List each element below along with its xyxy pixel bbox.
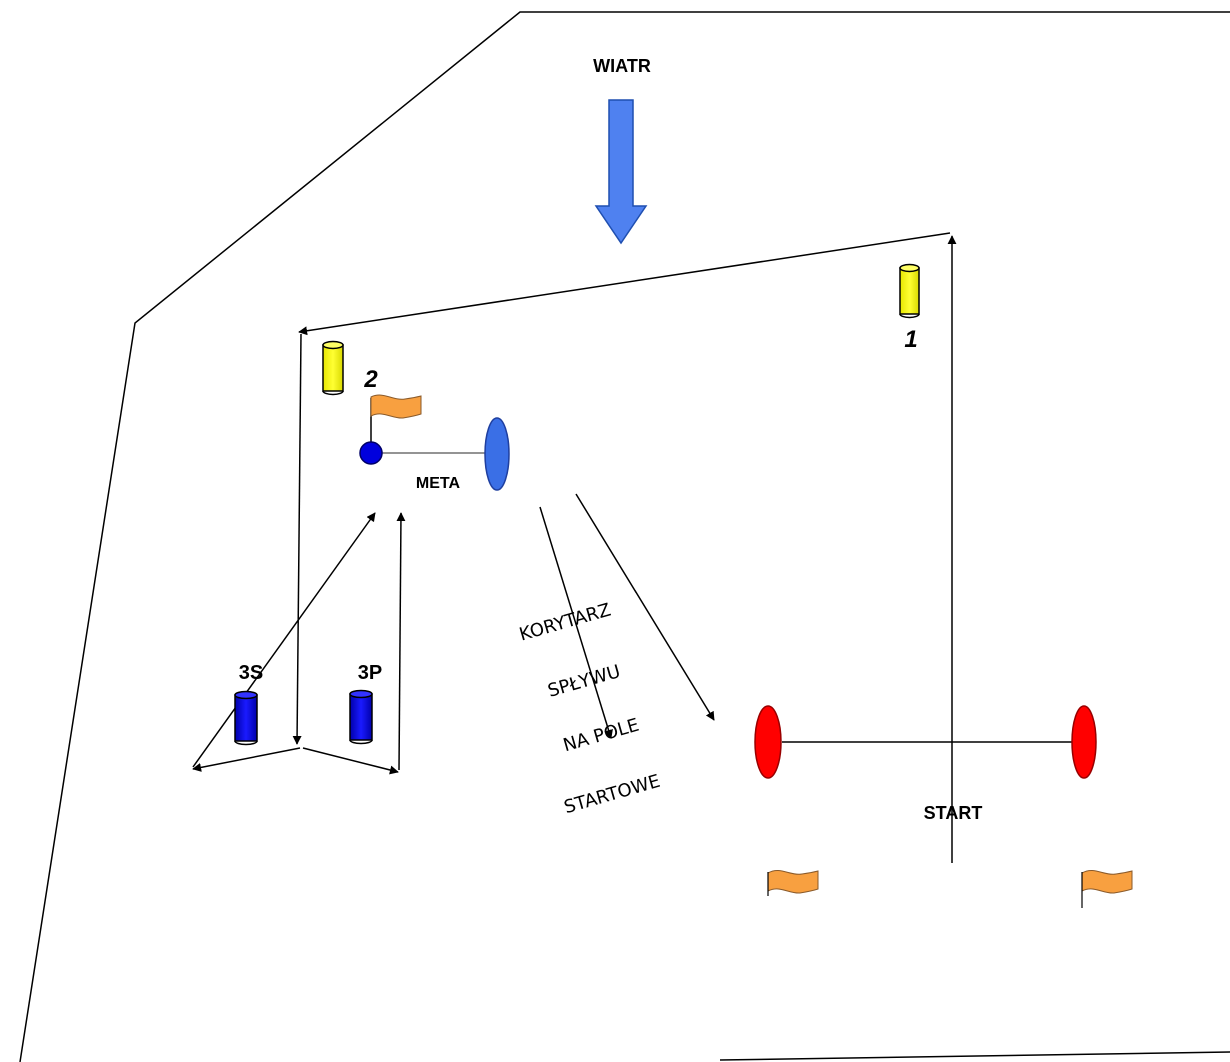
corridor-text-line4: STARTOWE	[562, 771, 663, 818]
mark-2-buoy	[322, 340, 344, 396]
mark-3p-buoy	[349, 689, 373, 745]
mark-3s-label: 3S	[239, 662, 263, 684]
finish-pin-dot	[359, 441, 383, 465]
start-committee-buoy	[1071, 705, 1097, 779]
leg-gate-left	[192, 747, 301, 772]
leg-mark1-to-mark2	[298, 232, 951, 336]
mark-1-label: 1	[904, 326, 917, 353]
mark-1-buoy	[899, 263, 920, 319]
leg-3p-to-finish	[396, 512, 406, 771]
mark-2-label: 2	[363, 366, 378, 393]
start-pin-flag-icon	[767, 869, 819, 896]
corridor-text-line2: SPŁYWU	[545, 661, 622, 702]
start-pin-buoy	[754, 705, 782, 779]
start-label: START	[924, 803, 983, 823]
corridor-text-line1: KORYTARZ	[517, 599, 613, 645]
area-boundary-bottom	[719, 1051, 1230, 1061]
wind-label: WIATR	[593, 56, 651, 76]
start-committee-flag-icon	[1081, 869, 1133, 908]
wind-arrow-icon	[594, 99, 648, 245]
mark-3s-buoy	[234, 690, 258, 746]
mark-3p-label: 3P	[358, 662, 382, 684]
leg-3s-to-finish	[192, 512, 376, 768]
corridor-left-line	[539, 506, 613, 739]
leg-mark2-down	[292, 333, 302, 745]
area-boundary	[19, 11, 1230, 1062]
finish-committee-buoy	[484, 417, 510, 491]
corridor-text-line3: NA POLE	[561, 715, 642, 757]
corridor-right-line	[575, 493, 715, 721]
leg-gate-right	[302, 747, 399, 775]
finish-label: META	[416, 475, 461, 492]
